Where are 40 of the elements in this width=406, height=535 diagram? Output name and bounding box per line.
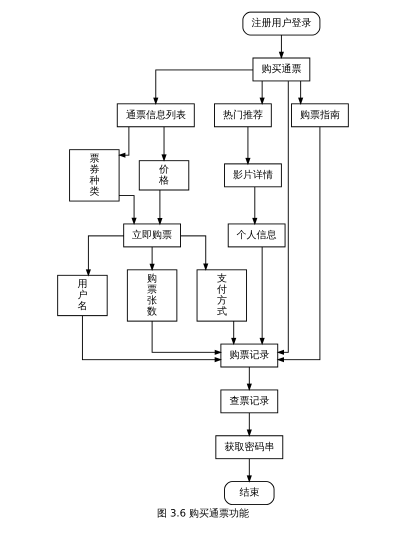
arrow: [231, 320, 236, 346]
node-box: 购买通票: [252, 58, 310, 82]
arrow: [153, 69, 254, 105]
node-box: 购票指南: [291, 103, 349, 128]
arrow: [118, 195, 137, 226]
arrow: [298, 80, 304, 105]
arrow: [276, 80, 289, 355]
node-box: 立即购票: [123, 223, 181, 248]
node-box: 价格: [138, 160, 190, 190]
arrow: [278, 34, 284, 60]
node-box: 购票记录: [220, 344, 278, 368]
node-box: 购票张数: [126, 269, 178, 322]
node-box: 用户名: [57, 274, 108, 316]
caption: 图 3.6 购买通票功能: [156, 508, 250, 520]
node-box: 支付方式: [196, 269, 248, 322]
arrow: [260, 80, 265, 105]
arrow: [82, 315, 222, 362]
arrow: [118, 126, 130, 158]
node-box: 获取密码串: [215, 435, 284, 460]
arrow: [245, 126, 250, 166]
node-box: 热门推荐: [214, 103, 272, 128]
arrow: [276, 126, 320, 362]
node-box: 结束: [224, 481, 275, 505]
node-box: 通票信息列表: [116, 103, 195, 128]
arrow: [252, 186, 258, 226]
arrow: [260, 246, 265, 346]
arrow: [152, 320, 222, 355]
node-box: 个人信息: [228, 223, 286, 248]
arrow: [86, 235, 124, 277]
arrow: [150, 246, 155, 272]
arrow: [161, 126, 167, 162]
arrow: [246, 366, 252, 392]
arrow: [157, 190, 162, 226]
arrow: [246, 458, 252, 483]
arrow: [180, 235, 208, 271]
node-box: 查票记录: [220, 389, 278, 414]
arrow: [246, 412, 252, 437]
node-box: 影片详情: [224, 163, 282, 188]
node-box: 票券种类: [69, 149, 120, 202]
node-box: 注册用户登录: [242, 12, 320, 36]
